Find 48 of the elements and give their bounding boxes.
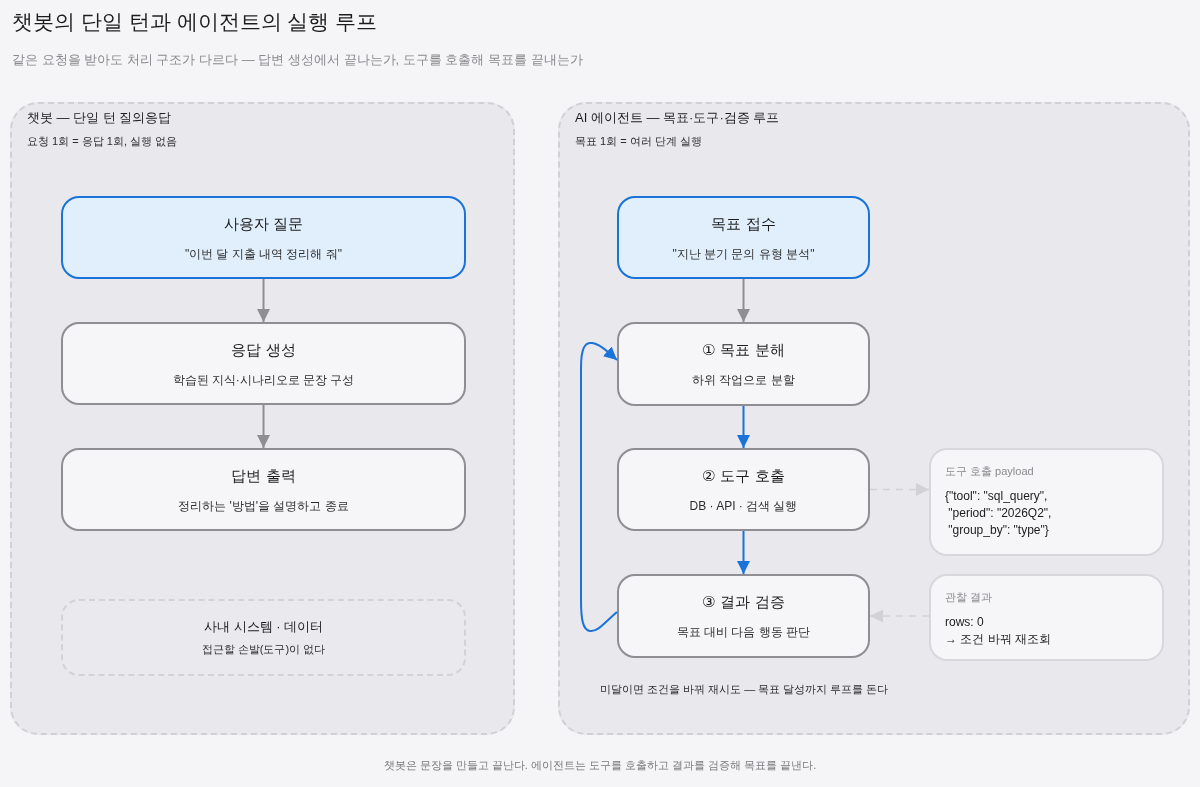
step-description: 목표 대비 다음 행동 판단 (676, 624, 811, 640)
panel-heading: AI 에이전트 — 목표·도구·검증 루프 (575, 109, 780, 127)
step-description: 정리하는 '방법'을 설명하고 종료 (178, 497, 349, 514)
arrow (737, 405, 750, 449)
card-text: rows: 0 → 조건 바꿔 재조회 (945, 614, 1051, 648)
step-description: "이번 달 지출 내역 정리해 줘" (184, 245, 343, 262)
dashed-arrow (869, 609, 930, 623)
step-title: ① 목표 분해 (702, 340, 785, 360)
info-card (929, 574, 1164, 661)
panel-note: 미달이면 조건을 바꿔 재시도 — 목표 달성까지 루프를 돈다 (600, 682, 889, 697)
process-box (617, 448, 870, 531)
dashed-box (61, 599, 466, 676)
process-box (61, 322, 466, 405)
box-description: 접근할 손발(도구)이 없다 (201, 642, 326, 657)
process-box (617, 322, 870, 406)
arrow (257, 278, 270, 323)
step-description: "지난 분기 문의 유형 분석" (672, 245, 815, 262)
step-description: 하위 작업으로 분할 (692, 372, 795, 388)
step-title: 사용자 질문 (223, 213, 304, 234)
step-description: 학습된 지식·시나리오로 문장 구성 (172, 371, 355, 388)
step-title: 목표 접수 (711, 213, 776, 234)
step-title: ② 도구 호출 (702, 465, 785, 486)
arrow (737, 530, 750, 575)
input-box (617, 196, 870, 279)
card-text: {"tool": "sql_query", "period": "2026Q2", "group_by": "type"} (945, 488, 1052, 539)
step-title: 답변 출력 (231, 465, 296, 486)
info-card (929, 448, 1164, 556)
step-title: 응답 생성 (231, 339, 296, 360)
arrow (737, 278, 750, 323)
process-box (617, 574, 870, 658)
arrow (257, 404, 270, 449)
dashed-panel (10, 102, 515, 735)
loop-arrow (580, 341, 618, 633)
dashed-arrow (869, 483, 930, 496)
panel-heading: 챗봇 — 단일 턴 질의응답 (27, 109, 172, 127)
page-title: 챗봇의 단일 턴과 에이전트의 실행 루프 (12, 9, 378, 35)
dashed-panel (558, 102, 1190, 735)
step-description: DB · API · 검색 실행 (689, 497, 798, 514)
input-box (61, 196, 466, 279)
subtitle: 같은 요청을 받아도 처리 구조가 다르다 — 답변 생성에서 끝나는가, 도구를 호출해 목표를 끝내는가 (12, 51, 583, 69)
box-title: 사내 시스템 · 데이터 (203, 618, 324, 636)
card-heading: 도구 호출 payload (945, 464, 1034, 479)
card-heading: 관찰 결과 (945, 590, 993, 605)
panel-subheading: 목표 1회 = 여러 단계 실행 (575, 134, 702, 149)
panel-subheading: 요청 1회 = 응답 1회, 실행 없음 (27, 134, 178, 149)
step-title: ③ 결과 검증 (702, 592, 785, 612)
caption: 챗봇은 문장을 만들고 끝난다. 에이전트는 도구를 호출하고 결과를 검증해 목표를 끝낸다. (383, 758, 817, 773)
process-box (61, 448, 466, 531)
